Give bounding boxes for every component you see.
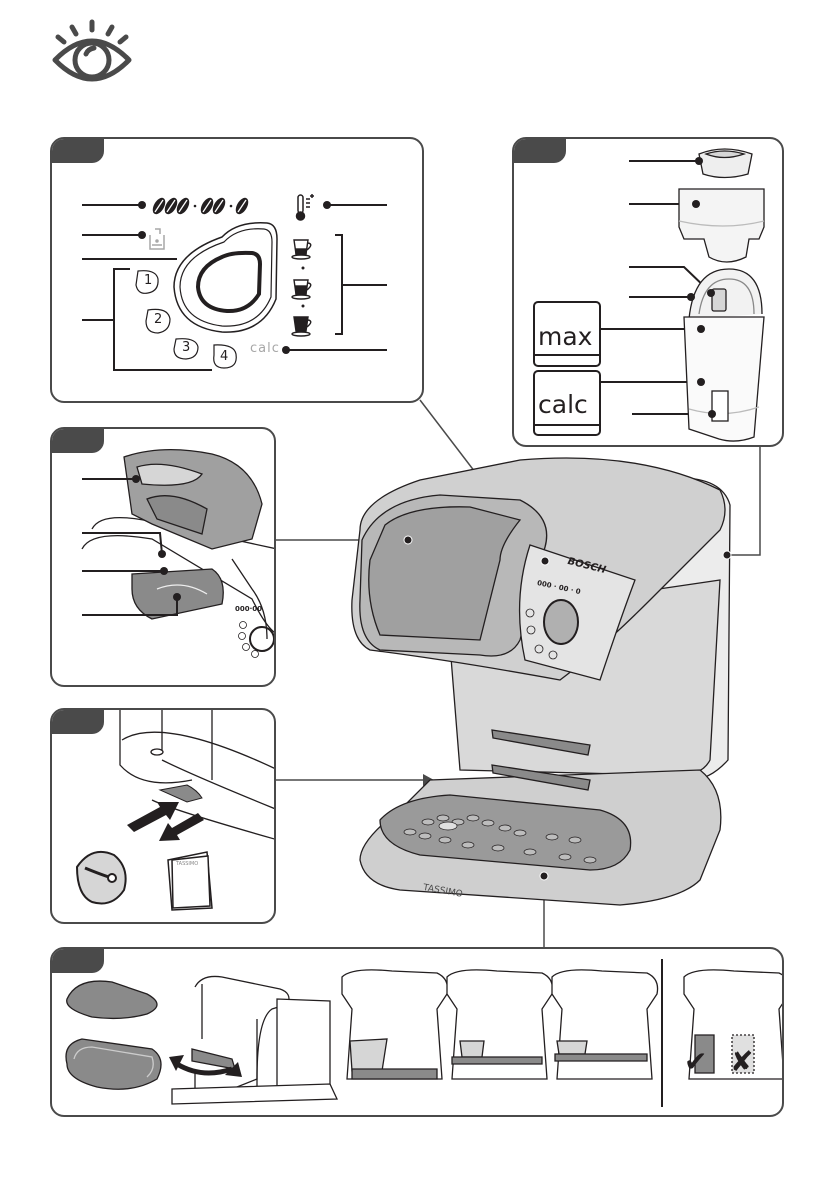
panel-accessories: TASSIMO (50, 708, 276, 924)
control-panel-drawing (82, 194, 387, 371)
drip-tray-drawing (65, 959, 782, 1107)
panel-tab (514, 139, 566, 163)
panel-water-tank: max calc (512, 137, 784, 447)
descale-icon (149, 228, 165, 250)
panel-tab (52, 710, 104, 734)
manual-brand-label: TASSIMO (176, 861, 199, 867)
calc-label: calc (538, 390, 588, 419)
thermometer-icon (295, 194, 314, 221)
panel-brewing-unit: 000·00 (50, 427, 276, 687)
water-filter-disc-icon (75, 851, 127, 905)
preset-4-label: 4 (220, 349, 229, 364)
insert-remove-arrows-icon (127, 802, 204, 841)
preset-1-label: 1 (144, 273, 153, 288)
panel-tab (52, 139, 104, 163)
user-manual-icon (167, 851, 213, 911)
preset-3-outline (173, 338, 199, 360)
max-label: max (538, 322, 593, 351)
mini-strength-icon: 000·00 (235, 605, 262, 613)
accessories-drawing (75, 710, 274, 911)
device-preset-buttons (525, 608, 558, 660)
start-button-icon (173, 222, 278, 333)
cross-mark-icon: ✘ (730, 1045, 754, 1078)
water-tank-drawing (533, 148, 765, 442)
preset-2-outline (145, 308, 171, 334)
panel-tab (52, 949, 104, 973)
panel-tab (52, 429, 104, 453)
device-strength-display: 000 · 00 · 0 (536, 579, 582, 597)
arrow-icon (423, 774, 434, 786)
panel-control-panel: 1 2 3 4 calc (50, 137, 424, 403)
device-brand-label: BOSCH (566, 556, 607, 577)
check-mark-icon: ✔ (684, 1045, 708, 1078)
cup-size-icons (291, 239, 312, 337)
tray-brand-label: TASSIMO (422, 883, 464, 900)
panel-drip-tray: ✔ ✘ (50, 947, 784, 1117)
brewing-unit-drawing: 000·00 (81, 449, 274, 658)
drip-grid-holes (403, 814, 597, 864)
coffee-bean-strength-icon (152, 197, 249, 215)
preset-3-label: 3 (182, 340, 191, 355)
preset-1-outline (135, 270, 159, 294)
calc-indicator-label: calc (250, 341, 280, 356)
preset-2-label: 2 (154, 312, 163, 327)
svg-text:000·00: 000·00 (235, 605, 262, 613)
preset-4-outline (213, 344, 237, 369)
